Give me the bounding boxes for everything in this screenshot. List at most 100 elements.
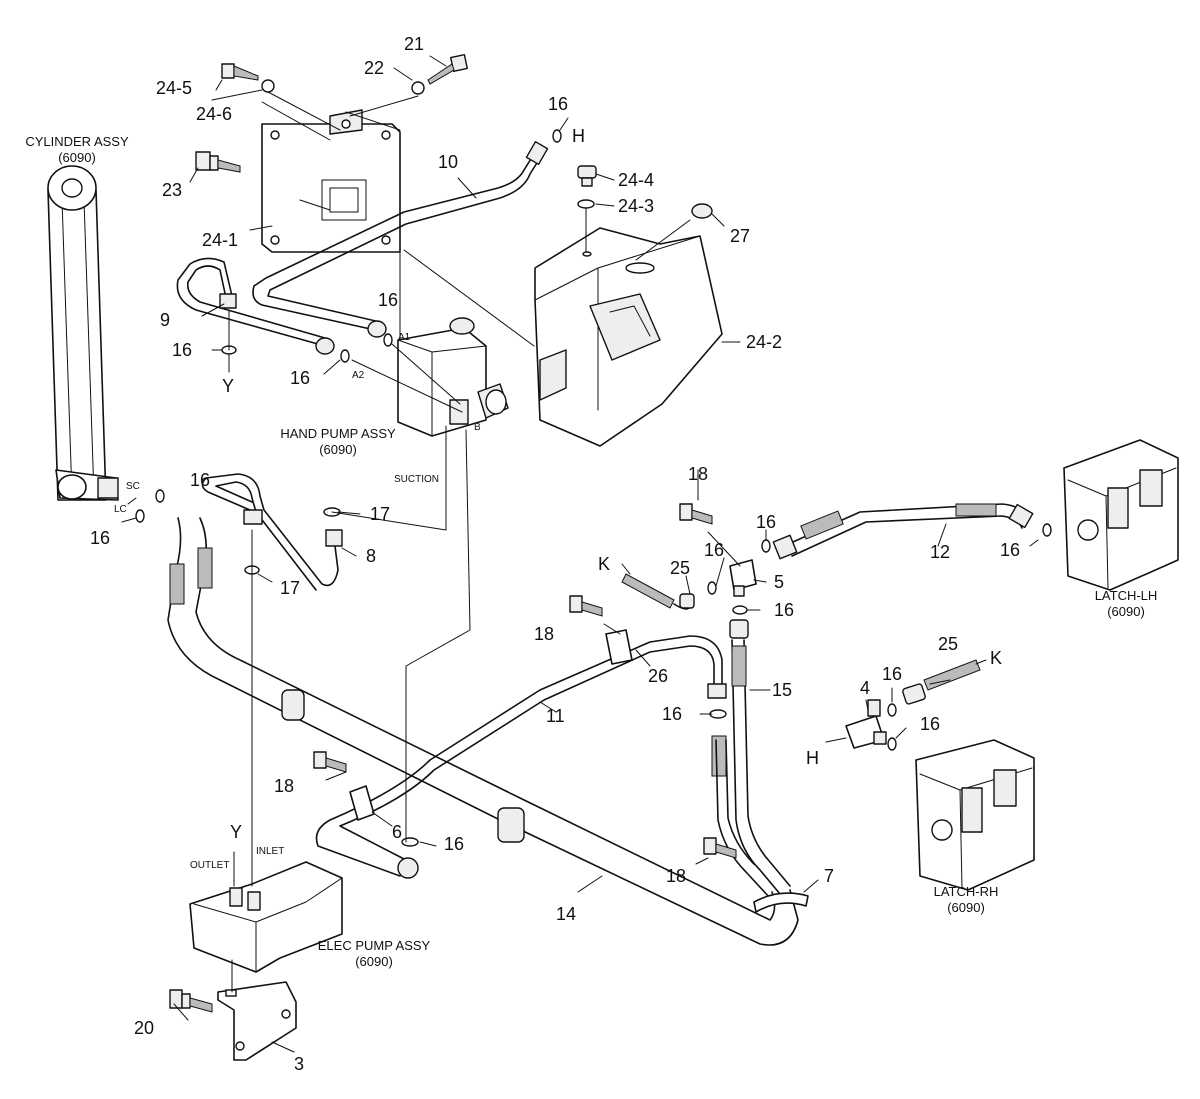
bolt-24-5 xyxy=(221,63,259,81)
callout-12: 12 xyxy=(930,542,950,562)
port-label-suction: SUCTION xyxy=(394,474,439,485)
callout-11: 11 xyxy=(546,706,565,726)
hand-pump-assy-ref: (6090) xyxy=(319,442,357,457)
callout-15: 15 xyxy=(772,680,792,700)
callout-24-6: 24-6 xyxy=(196,104,232,124)
callout-27: 27 xyxy=(730,226,750,246)
o-ring-16-4a xyxy=(887,703,897,717)
bolt-18-a xyxy=(679,503,713,525)
elec-pump-assembly xyxy=(189,861,343,973)
hose-12 xyxy=(772,503,1034,560)
hose-25-left xyxy=(621,573,695,610)
elec-pump-assy-ref: (6090) xyxy=(355,954,393,969)
callout-16-15: 16 xyxy=(662,704,682,724)
callout-7: 7 xyxy=(824,866,834,886)
label-h-top: H xyxy=(572,126,585,146)
callout-16-6: 16 xyxy=(444,834,464,854)
callout-16-a2: 16 xyxy=(290,368,310,388)
callout-25-a: 25 xyxy=(670,558,690,578)
o-ring-16-5a xyxy=(761,539,771,553)
cylinder-assy-ref: (6090) xyxy=(58,150,96,165)
callout-16-5c: 16 xyxy=(774,600,794,620)
bolt-18-b xyxy=(569,595,603,617)
hand-pump-assembly xyxy=(397,317,509,437)
callout-8: 8 xyxy=(366,546,376,566)
callout-16-latch: 16 xyxy=(1000,540,1020,560)
port-labels: SC LC A1 A2 B SUCTION OUTLET INLET xyxy=(114,332,481,871)
hand-pump-assy-title: HAND PUMP ASSY xyxy=(280,426,396,441)
bolt-18-c xyxy=(313,751,347,773)
tee-fitting-5 xyxy=(729,559,757,597)
cylinder-assy-title: CYLINDER ASSY xyxy=(25,134,129,149)
callout-16-4a: 16 xyxy=(882,664,902,684)
label-y-bottom: Y xyxy=(230,822,242,842)
callout-18-b: 18 xyxy=(534,624,554,644)
label-h-right: H xyxy=(806,748,819,768)
assembly-captions: CYLINDER ASSY (6090) HAND PUMP ASSY (609… xyxy=(25,134,1157,969)
callout-14: 14 xyxy=(556,904,576,924)
o-ring-16-sc xyxy=(155,489,165,503)
callout-17-b: 17 xyxy=(280,578,300,598)
callout-18-a: 18 xyxy=(688,464,708,484)
callout-9: 9 xyxy=(160,310,170,330)
port-label-a2: A2 xyxy=(352,370,365,381)
filler-cap-24-4 xyxy=(577,165,597,187)
bolt-18-d xyxy=(703,837,737,859)
callout-26: 26 xyxy=(648,666,668,686)
tube-10 xyxy=(252,141,549,338)
callout-16-4b: 16 xyxy=(920,714,940,734)
o-ring-16-a2 xyxy=(340,349,350,363)
port-label-lc: LC xyxy=(114,504,127,515)
o-ring-16-6 xyxy=(401,837,419,847)
hose-15 xyxy=(711,619,791,899)
hose-14 xyxy=(167,517,799,946)
callout-18-d: 18 xyxy=(666,866,686,886)
washer-24-6 xyxy=(261,79,275,93)
clamp-7 xyxy=(753,892,809,913)
port-label-a1: A1 xyxy=(398,332,411,343)
latch-lh-ref: (6090) xyxy=(1107,604,1145,619)
bracket-3 xyxy=(217,981,297,1061)
label-k-left: K xyxy=(598,554,610,574)
o-ring-16-5b xyxy=(707,581,717,595)
callout-16-5a: 16 xyxy=(756,512,776,532)
callout-23: 23 xyxy=(162,180,182,200)
callout-4: 4 xyxy=(860,678,870,698)
callout-22: 22 xyxy=(364,58,384,78)
bolt-20 xyxy=(169,989,213,1013)
callout-16-y: 16 xyxy=(172,340,192,360)
o-ring-16-latch xyxy=(1042,523,1052,537)
o-ring-16-lc xyxy=(135,509,145,523)
callout-24-1: 24-1 xyxy=(202,230,238,250)
callout-labels: 21 22 24-5 24-6 23 24-1 10 16 H 24-4 24-… xyxy=(90,34,1020,1074)
o-ring-16-5c xyxy=(732,605,748,615)
port-label-sc: SC xyxy=(126,481,140,492)
callout-20: 20 xyxy=(134,1018,154,1038)
latch-rh-ref: (6090) xyxy=(947,900,985,915)
clamp-26 xyxy=(605,629,633,665)
callout-21: 21 xyxy=(404,34,424,54)
callout-16-5b: 16 xyxy=(704,540,724,560)
cylinder-assembly xyxy=(47,165,119,501)
callout-24-5: 24-5 xyxy=(156,78,192,98)
elec-pump-assy-title: ELEC PUMP ASSY xyxy=(318,938,431,953)
washer-22 xyxy=(411,81,425,95)
o-ring-16-h xyxy=(552,129,562,143)
callout-25-b: 25 xyxy=(938,634,958,654)
port-label-outlet: OUTLET xyxy=(190,860,229,871)
callout-24-3: 24-3 xyxy=(618,196,654,216)
tee-fitting-4 xyxy=(845,699,887,749)
latch-lh xyxy=(1063,439,1179,591)
callout-10: 10 xyxy=(438,152,458,172)
callout-6: 6 xyxy=(392,822,402,842)
bolt-23 xyxy=(195,151,241,173)
callout-16-sc: 16 xyxy=(190,470,210,490)
callout-16-a1: 16 xyxy=(378,290,398,310)
callout-17-a: 17 xyxy=(370,504,390,524)
callout-24-4: 24-4 xyxy=(618,170,654,190)
bolt-21 xyxy=(427,53,469,85)
callout-18-c: 18 xyxy=(274,776,294,796)
clamp-6 xyxy=(349,785,375,821)
port-label-inlet: INLET xyxy=(256,846,284,857)
